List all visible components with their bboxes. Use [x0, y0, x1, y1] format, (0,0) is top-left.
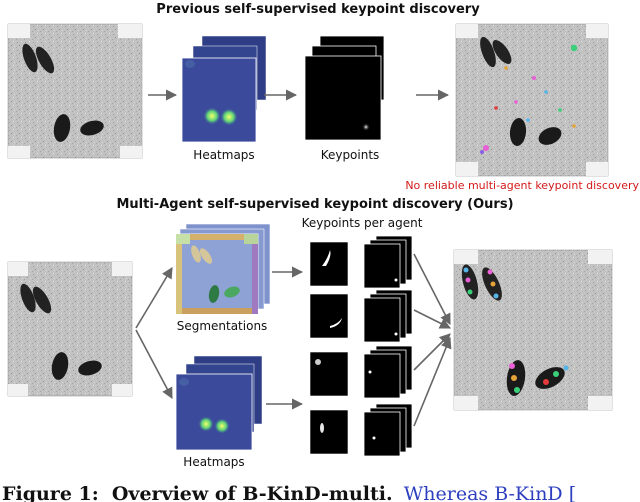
top-heatmaps-stack: [181, 35, 267, 143]
segmentations-stack: [175, 223, 271, 315]
top-keypoints-stack: [304, 35, 385, 141]
top-heatmaps-label: Heatmaps: [193, 148, 254, 162]
caption-prefix: Figure 1:: [2, 483, 99, 502]
agent-heatmap-1: [309, 351, 349, 397]
caption-accent-text: Whereas B-KinD [: [404, 483, 576, 502]
caption-bold-text: Overview of B-KinD-multi.: [112, 483, 393, 502]
bottom-input-arena-image: [7, 261, 133, 397]
agent-keypoints-stack-4: [363, 403, 413, 457]
agent-keypoints-stack-3: [363, 345, 413, 399]
bottom-section-title: Multi-Agent self-supervised keypoint dis…: [116, 197, 513, 212]
agent-mask-2: [309, 293, 349, 339]
segmentations-label: Segmentations: [177, 319, 268, 333]
agent-keypoints-stack-2: [363, 289, 413, 343]
agent-keypoints-stack-1: [363, 235, 413, 289]
top-keypoints-label: Keypoints: [321, 148, 380, 162]
top-input-arena-image: [7, 23, 143, 159]
bottom-heatmaps-label: Heatmaps: [183, 455, 244, 469]
keypoints-per-agent-label: Keypoints per agent: [302, 216, 423, 230]
bottom-heatmaps-stack: [175, 355, 263, 451]
top-failure-note: No reliable multi-agent keypoint discove…: [405, 179, 639, 192]
bottom-output-arena-image: [453, 249, 613, 411]
agent-mask-1: [309, 241, 349, 287]
agent-heatmap-2: [309, 409, 349, 455]
top-section-title: Previous self-supervised keypoint discov…: [156, 2, 480, 17]
figure-caption: Figure 1: Overview of B-KinD-multi. Wher…: [2, 483, 576, 502]
top-output-arena-image: [455, 23, 609, 177]
